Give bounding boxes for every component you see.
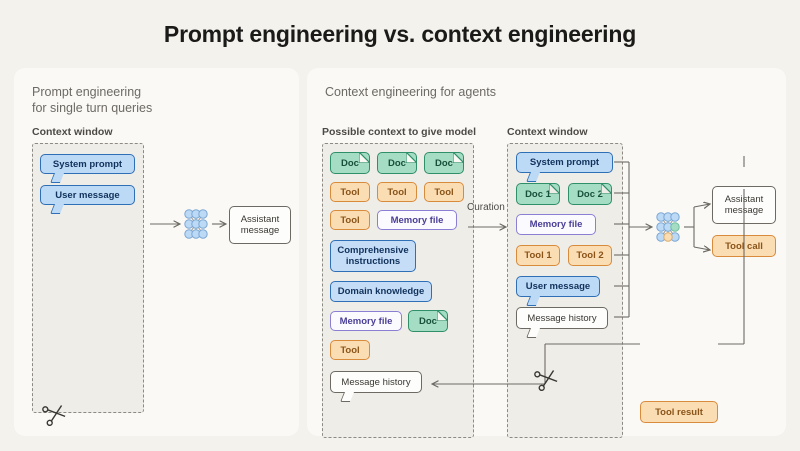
card-label: Tool 2 [576, 250, 604, 261]
card-label: Memory file [339, 315, 393, 327]
ctx-card-memory-file[interactable]: Memory file [516, 214, 596, 235]
card-doc[interactable]: Doc [408, 310, 448, 332]
card-doc[interactable]: Doc [330, 152, 370, 174]
card-doc[interactable]: Doc [424, 152, 464, 174]
curation-label: Curation [467, 202, 505, 213]
card-label: Tool [340, 344, 360, 356]
card-label: Message history [527, 312, 597, 324]
card-memory-file[interactable]: Memory file [330, 311, 402, 331]
card-doc[interactable]: Doc [377, 152, 417, 174]
card-domain-knowledge[interactable]: Domain knowledge [330, 281, 432, 302]
card-memory-file[interactable]: Memory file [377, 210, 457, 230]
card-label: Tool [387, 186, 407, 198]
card-label: Doc [435, 157, 453, 169]
panel-context-engineering: Context engineering for agents Possible … [307, 68, 786, 438]
chip-label: System prompt [529, 157, 600, 168]
pill-tool-result[interactable]: Tool result [640, 401, 718, 423]
card-label: Domain knowledge [337, 286, 425, 297]
ctx-card-message-history[interactable]: Message history [516, 307, 608, 329]
card-label: Doc 2 [577, 188, 603, 200]
card-label: Doc [388, 157, 406, 169]
ctx-card-tool-2[interactable]: Tool 2 [568, 245, 612, 266]
box-label: Tool call [725, 240, 763, 252]
box-label: Assistant message [724, 194, 764, 216]
box-assistant-message[interactable]: Assistant message [712, 186, 776, 224]
right-context-window-label: Context window [507, 126, 588, 138]
card-tool[interactable]: Tool [330, 340, 370, 360]
left-context-window-label: Context window [32, 126, 113, 138]
panel-prompt-engineering: Prompt engineering for single turn queri… [14, 68, 299, 436]
card-label: Comprehensive instructions [337, 245, 409, 267]
ctx-chip-system-prompt[interactable]: System prompt [516, 152, 613, 173]
card-tool[interactable]: Tool [330, 182, 370, 202]
page-title: Prompt engineering vs. context engineeri… [163, 21, 637, 47]
ctx-card-tool-1[interactable]: Tool 1 [516, 245, 560, 266]
pill-label: Tool result [655, 406, 703, 418]
chip-label: User message [55, 189, 120, 201]
card-label: Memory file [390, 214, 444, 226]
card-label: Doc [341, 157, 359, 169]
ctx-card-doc-1[interactable]: Doc 1 [516, 183, 560, 205]
ctx-card-doc-2[interactable]: Doc 2 [568, 183, 612, 205]
card-label: Tool [434, 186, 454, 198]
left-context-window [32, 143, 144, 413]
chip-label: System prompt [52, 158, 123, 170]
card-tool[interactable]: Tool [330, 210, 370, 230]
card-label: Doc 1 [525, 188, 551, 200]
card-label: Tool 1 [524, 250, 552, 261]
box-tool-call[interactable]: Tool call [712, 235, 776, 257]
card-tool[interactable]: Tool [377, 182, 417, 202]
ctx-chip-user-message[interactable]: User message [516, 276, 600, 297]
chip-system-prompt[interactable]: System prompt [40, 154, 135, 174]
possible-context-label: Possible context to give model [322, 126, 477, 138]
panel-left-title: Prompt engineering for single turn queri… [32, 85, 153, 115]
chip-label: User message [525, 281, 591, 292]
box-label: Assistant message [240, 214, 280, 236]
card-comprehensive-instructions[interactable]: Comprehensive instructions [330, 240, 416, 272]
chip-user-message[interactable]: User message [40, 185, 135, 205]
card-message-history[interactable]: Message history [330, 371, 422, 393]
card-label: Doc [419, 315, 437, 327]
panel-right-title: Context engineering for agents [325, 85, 496, 99]
card-label: Memory file [529, 219, 583, 230]
card-label: Tool [340, 214, 360, 226]
box-assistant-message[interactable]: Assistant message [229, 206, 291, 244]
card-label: Message history [341, 376, 411, 388]
card-tool[interactable]: Tool [424, 182, 464, 202]
card-label: Tool [340, 186, 360, 198]
